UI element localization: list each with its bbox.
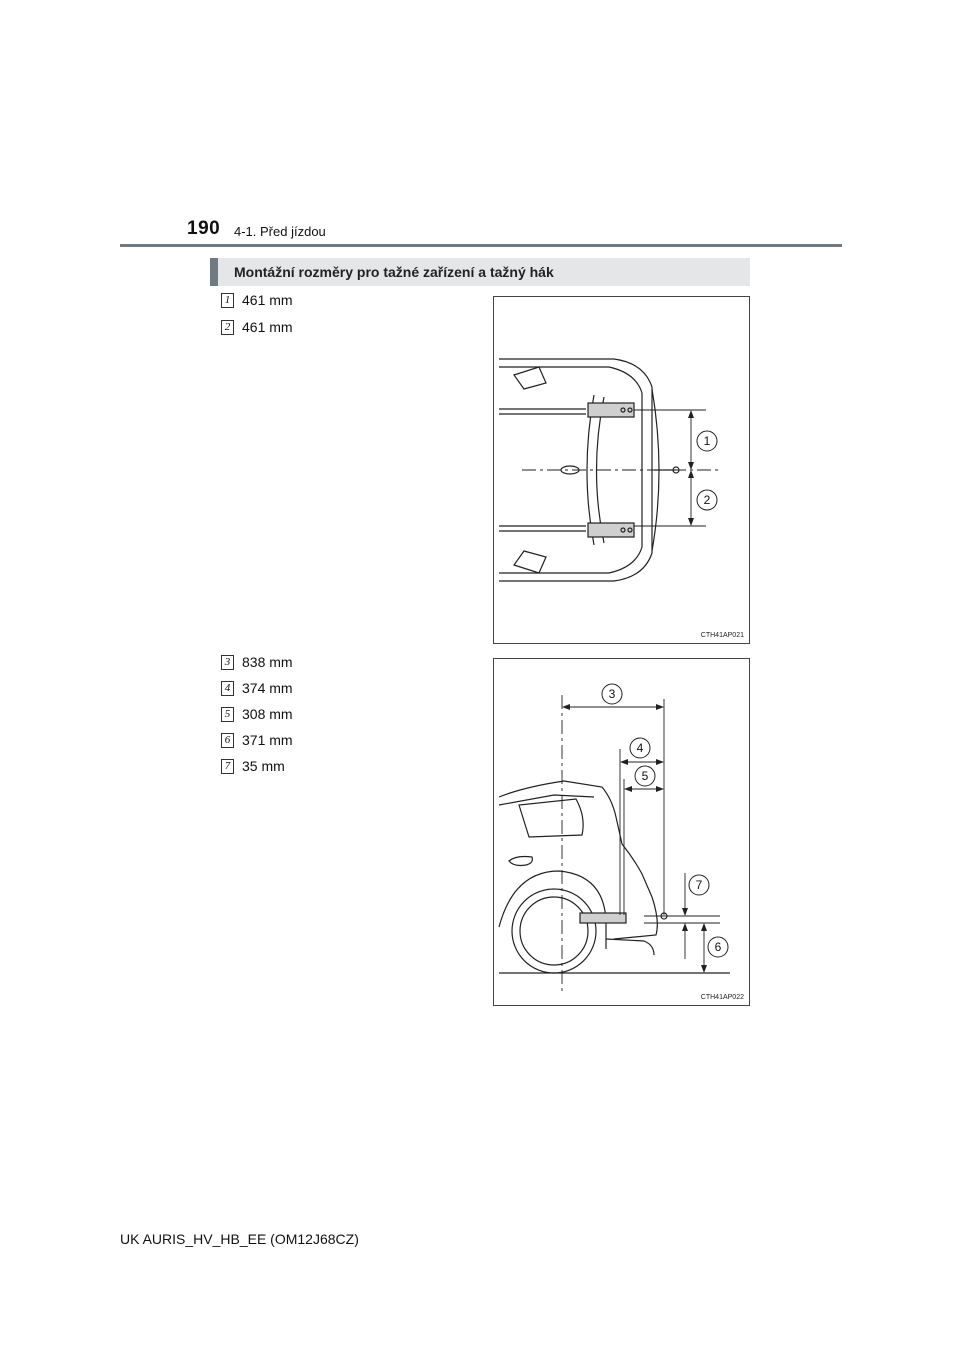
car-top-view-illustration: 1 2 — [499, 358, 719, 582]
item-number-box: 2 — [221, 319, 234, 335]
callout-5 — [634, 765, 656, 787]
figure-side-view: 3 4 5 7 6 CTH41AP022 — [493, 658, 750, 1006]
callout-3 — [601, 683, 623, 705]
header-rule — [120, 244, 842, 247]
item-value: 374 mm — [242, 680, 293, 696]
page-number: 190 — [187, 218, 221, 239]
item-number-box: 7 — [221, 758, 234, 774]
section-heading: Montážní rozměry pro tažné zařízení a ta… — [210, 258, 750, 286]
item-value: 838 mm — [242, 654, 293, 670]
item-number-box: 1 — [221, 292, 234, 308]
item-number-box: 5 — [221, 706, 234, 722]
item-number-box: 6 — [221, 732, 234, 748]
callout-label-2: 2 — [704, 493, 711, 507]
figure-code: CTH41AP021 — [700, 632, 744, 639]
car-side-view-illustration: 3 4 5 7 6 — [498, 683, 730, 991]
callout-7 — [688, 874, 710, 896]
section-path: 4-1. Před jízdou — [234, 224, 326, 239]
dimension-item-4: 4 374 mm — [221, 679, 293, 697]
section-heading-text: Montážní rozměry pro tažné zařízení a ta… — [234, 264, 554, 280]
item-value: 461 mm — [242, 319, 293, 335]
callout-label-4: 4 — [637, 741, 644, 755]
dimension-item-1: 1 461 mm — [221, 291, 293, 309]
dimension-item-5: 5 308 mm — [221, 705, 293, 723]
callout-4 — [629, 737, 651, 759]
footer-model-code: UK AURIS_HV_HB_EE (OM12J68CZ) — [120, 1231, 359, 1247]
callout-label-5: 5 — [642, 769, 649, 783]
item-value: 371 mm — [242, 732, 293, 748]
dimension-item-6: 6 371 mm — [221, 731, 293, 749]
dimension-item-3: 3 838 mm — [221, 653, 293, 671]
callout-1 — [696, 430, 718, 452]
item-number-box: 3 — [221, 654, 234, 670]
item-value: 35 mm — [242, 758, 285, 774]
callout-label-6: 6 — [715, 940, 722, 954]
callout-2 — [696, 489, 718, 511]
figure-top-view: 1 2 CTH41AP021 — [493, 296, 750, 644]
item-value: 308 mm — [242, 706, 293, 722]
callout-label-3: 3 — [609, 687, 616, 701]
item-number-box: 4 — [221, 680, 234, 696]
figure-code: CTH41AP022 — [700, 994, 744, 1001]
dimension-item-2: 2 461 mm — [221, 318, 293, 336]
item-value: 461 mm — [242, 292, 293, 308]
callout-label-7: 7 — [696, 878, 703, 892]
dimension-item-7: 7 35 mm — [221, 757, 285, 775]
callout-label-1: 1 — [704, 434, 711, 448]
callout-6 — [707, 936, 729, 958]
